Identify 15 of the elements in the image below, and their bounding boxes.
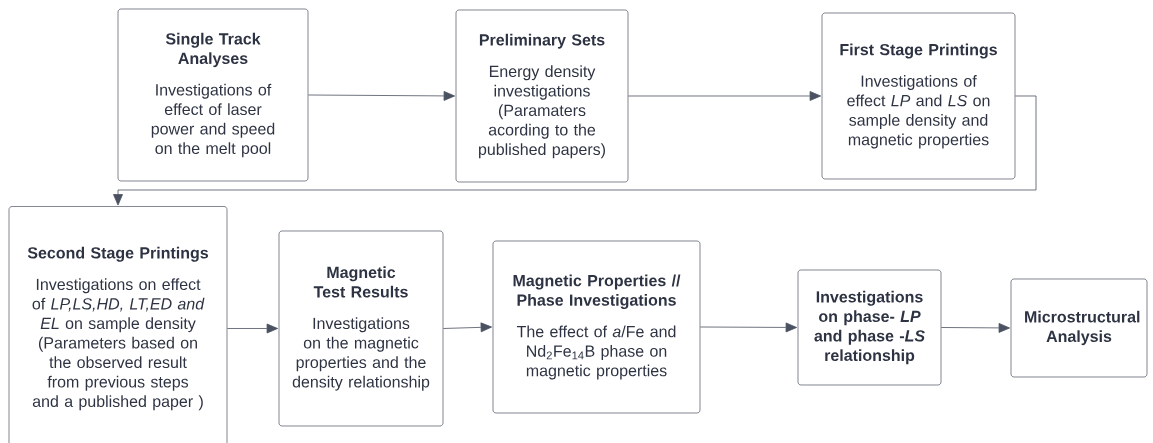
- process-box: Second Stage Printings Investigations on effect of LP,LS,HD, LT,ED and EL on sample density (Parameters based on the observed result from previous steps and a published paper ): [8, 206, 228, 443]
- arrow: [627, 91, 821, 101]
- process-box: Investigations on phase- LP and phase -LS relationship: [797, 269, 942, 386]
- arrow: [307, 91, 455, 101]
- arrow: [699, 322, 797, 333]
- arrow: [113, 95, 1037, 206]
- arrow: [442, 322, 492, 333]
- process-box: Magnetic Test Results Investigations on the magnetic properties and the density relationship: [278, 230, 444, 427]
- process-box: Single Track Analyses Investigations of effect of laser power and speed on the melt pool: [117, 8, 309, 182]
- process-box: Magnetic Properties // Phase Investigations The effect of a/Fe and Nd$_{2}$Fe$_{14}$B phase on magnetic properties: [492, 240, 701, 414]
- arrow: [226, 323, 278, 334]
- process-box: First Stage Printings Investigations of effect LP and LS on sample density and magnetic properties: [821, 12, 1016, 180]
- process-box: Preliminary Sets Energy density investigations (Paramaters acording to the published papers): [455, 9, 629, 183]
- arrow: [940, 323, 1010, 333]
- process-box: Microstructural Analysis: [1010, 278, 1148, 378]
